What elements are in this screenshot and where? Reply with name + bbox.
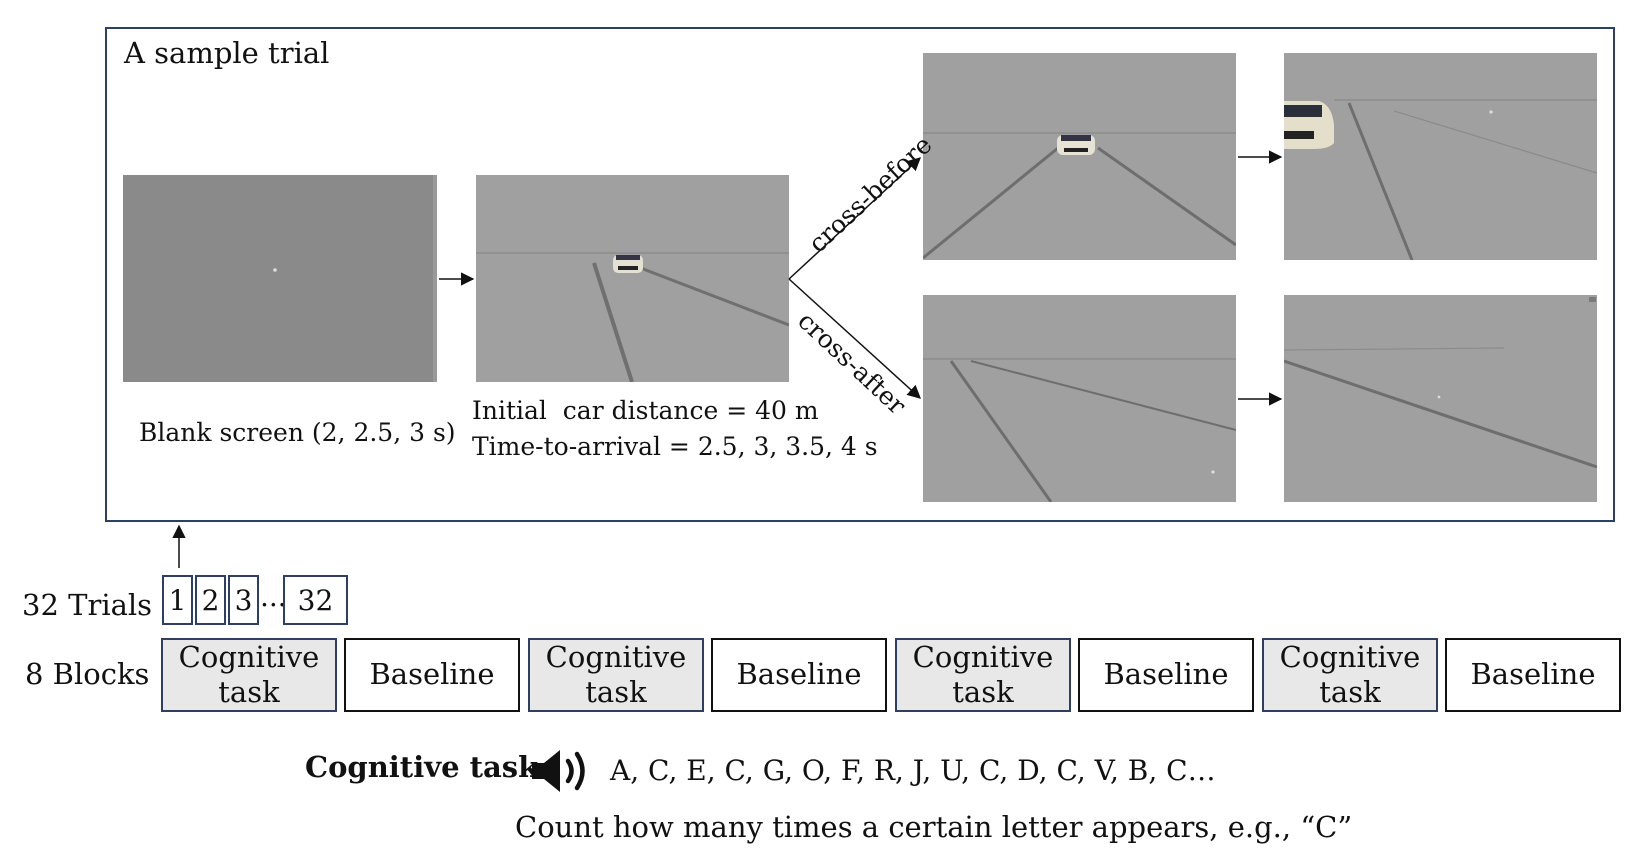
cross-after-scene-2-image [1284,295,1597,502]
trial-box-1: 1 [162,575,193,625]
block-line2: task [952,675,1014,709]
block-line2: task [1319,675,1381,709]
trial-box-32: 32 [283,575,348,625]
block-baseline: Baseline [1445,638,1621,712]
task-instruction: Count how many times a certain letter ap… [515,810,1353,844]
trial-ellipsis: ... [260,580,287,613]
block-line1: Baseline [369,657,495,692]
cognitive-task-title: Cognitive task [305,750,539,784]
trial-box-2: 2 [195,575,226,625]
blocks-row-label: 8 Blocks [25,657,150,691]
initial-distance-caption: Initial car distance = 40 m [472,396,819,425]
block-line1: Cognitive [545,639,687,674]
cross-before-scene-2-image [1284,53,1597,260]
speaker-icon [532,750,585,792]
sample-trial-panel [105,27,1615,522]
block-baseline: Baseline [1078,638,1254,712]
block-baseline: Baseline [711,638,887,712]
block-line1: Cognitive [912,639,1054,674]
block-line2: task [218,675,280,709]
trials-row-label: 32 Trials [22,588,153,622]
block-baseline: Baseline [344,638,520,712]
initial-car-scene-image [476,175,789,382]
trial-box-3: 3 [228,575,259,625]
block-line1: Baseline [1470,657,1596,692]
car-glyph [1057,135,1095,155]
cross-before-scene-1-image [923,53,1236,260]
block-line1: Cognitive [178,639,320,674]
sample-trial-title: A sample trial [124,36,330,70]
cross-after-scene-1-image [923,295,1236,502]
letter-sequence: A, C, E, C, G, O, F, R, J, U, C, D, C, V… [610,754,1216,787]
time-to-arrival-caption: Time-to-arrival = 2.5, 3, 3.5, 4 s [472,432,878,461]
block-line1: Baseline [736,657,862,692]
block-line2: task [585,675,647,709]
car-glyph [613,255,643,273]
block-line1: Cognitive [1279,639,1421,674]
blank-screen-image [123,175,437,382]
blank-screen-caption: Blank screen (2, 2.5, 3 s) [139,418,456,447]
car-front-glyph [1284,101,1334,149]
block-line1: Baseline [1103,657,1229,692]
